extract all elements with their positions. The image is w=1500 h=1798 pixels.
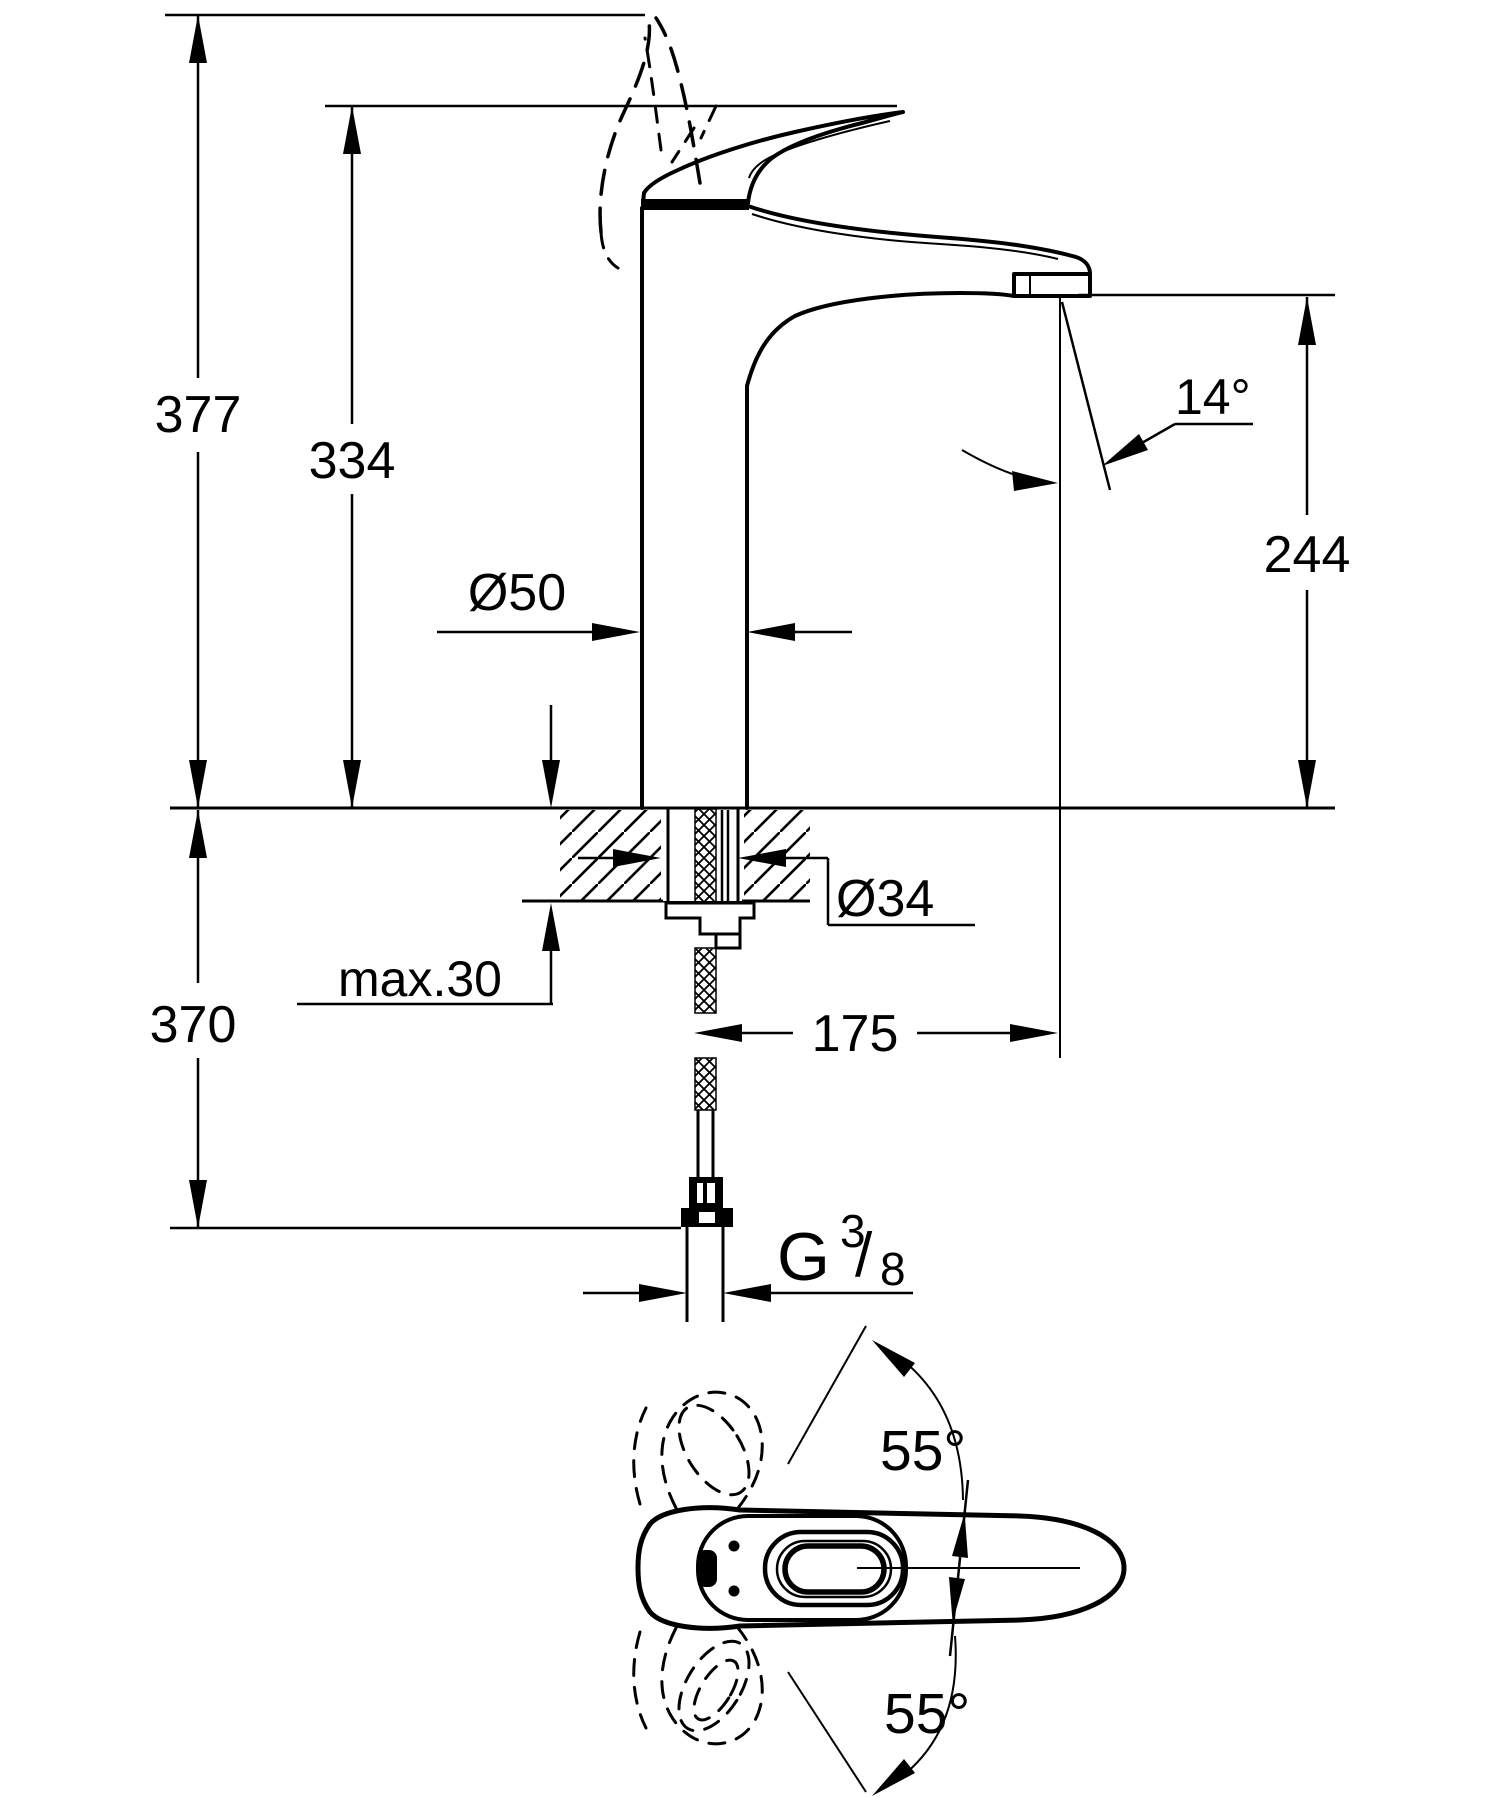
arrowhead-lower xyxy=(872,1759,915,1796)
arrowhead-up xyxy=(343,106,361,154)
angled-stream-line xyxy=(1060,301,1112,491)
label-334: 334 xyxy=(309,432,396,490)
arrowhead-leader xyxy=(1102,434,1148,466)
arrowhead-left xyxy=(723,1284,771,1302)
arrowhead-right xyxy=(613,849,661,867)
faucet-side-view xyxy=(640,110,1092,810)
label-370: 370 xyxy=(150,996,237,1054)
label-max30: max.30 xyxy=(338,951,502,1007)
label-244: 244 xyxy=(1264,526,1351,584)
handle-swing-lower-hole-inner xyxy=(692,1658,740,1722)
handle-base-bar xyxy=(641,199,749,210)
handle-plan-outline xyxy=(635,1505,1127,1631)
handle-swing-lower-arc xyxy=(632,1630,648,1730)
arrowhead-right xyxy=(1010,1024,1058,1042)
braided-hose-upper xyxy=(694,947,717,1014)
hose-nut-flange-slot xyxy=(699,1212,715,1223)
arrowhead-down xyxy=(189,1180,207,1228)
label-55-upper: 55° xyxy=(880,1419,966,1483)
arrowhead-up xyxy=(952,1513,968,1558)
raised-handle-mid-line xyxy=(643,36,663,152)
arrowhead-arc xyxy=(1012,471,1058,491)
arrowhead-up xyxy=(189,15,207,63)
label-377: 377 xyxy=(155,386,242,444)
handle-swing-lower-outline xyxy=(660,1626,764,1746)
braided-hose-lower xyxy=(694,1057,717,1111)
dim-spout-angle: 14° xyxy=(961,296,1253,1058)
swing-lower-tangent xyxy=(787,1671,867,1793)
handle-top-view: 55° 55° xyxy=(632,1325,1127,1796)
arrowhead-down xyxy=(949,1577,965,1622)
label-thread-num: 3 xyxy=(840,1205,866,1257)
handle-swing-upper-outline xyxy=(660,1390,764,1510)
arrowhead-down xyxy=(1298,760,1316,808)
cap-dot xyxy=(728,1585,740,1597)
braided-hose-in-shank xyxy=(694,808,717,904)
arrowhead-right xyxy=(592,623,640,641)
dim-spout-reach: 175 xyxy=(694,1005,1058,1063)
label-dia34: Ø34 xyxy=(836,870,934,928)
arrowhead-left xyxy=(747,623,795,641)
hose-guide xyxy=(714,932,742,950)
swing-upper-tangent xyxy=(787,1325,867,1465)
dim-hose-drop: 370 xyxy=(150,810,237,1228)
swing-lower-arc xyxy=(904,1635,957,1775)
handle-raised-dashed xyxy=(598,16,718,270)
label-14deg: 14° xyxy=(1175,369,1251,425)
spout-top xyxy=(746,204,1092,276)
handle-swing-upper-arc xyxy=(632,1406,648,1506)
label-thread-slash: / xyxy=(855,1221,873,1290)
arrowhead-right xyxy=(639,1284,687,1302)
cap-dot xyxy=(728,1540,740,1552)
arrowhead-down xyxy=(542,760,560,808)
label-dia50: Ø50 xyxy=(468,564,566,622)
arrowhead-up xyxy=(189,810,207,858)
dim-deck-thickness: max.30 xyxy=(297,705,560,1007)
handle-swing-lower-hole xyxy=(677,1639,751,1733)
dim-hole-diameter: Ø34 xyxy=(578,849,975,928)
spout-underside xyxy=(745,291,1016,388)
dim-handle-height: 334 xyxy=(309,104,897,808)
arrowhead-upper xyxy=(872,1340,915,1377)
handle-lever xyxy=(641,110,905,205)
dim-outlet-height: 244 xyxy=(1078,293,1351,808)
swing-upper-arc xyxy=(904,1361,964,1501)
raised-handle-front-edge xyxy=(654,16,702,185)
spout-inner-line xyxy=(751,213,1059,260)
swing-boundary-line xyxy=(948,1479,970,1657)
cap-marker xyxy=(697,1550,717,1587)
mounting-shank-and-hose xyxy=(170,808,756,1322)
aerator xyxy=(1012,272,1092,298)
raised-handle-tick xyxy=(670,126,696,164)
raised-handle-tick xyxy=(699,104,718,140)
dim-body-diameter: Ø50 xyxy=(437,564,852,641)
hose-nut xyxy=(689,1177,723,1208)
label-175: 175 xyxy=(812,1005,899,1063)
arrowhead-left xyxy=(694,1024,742,1042)
handle-inner-line xyxy=(748,120,891,179)
label-thread-den: 8 xyxy=(880,1243,906,1295)
hose-nut-slot xyxy=(697,1183,703,1203)
arrowhead-up xyxy=(1298,297,1316,345)
label-thread-g: G xyxy=(777,1219,830,1295)
arrowhead-down xyxy=(189,760,207,808)
handle-swing-upper-hole xyxy=(677,1403,751,1497)
hose-nut-slot xyxy=(707,1183,715,1203)
arrowhead-up xyxy=(542,903,560,951)
arrowhead-down xyxy=(343,760,361,808)
raised-handle-back-arc xyxy=(599,230,620,270)
arrowhead-left xyxy=(738,849,786,867)
dim-overall-height: 377 xyxy=(155,13,645,808)
dim-thread: G 3 / 8 xyxy=(583,1205,913,1302)
label-55-lower: 55° xyxy=(884,1682,970,1746)
